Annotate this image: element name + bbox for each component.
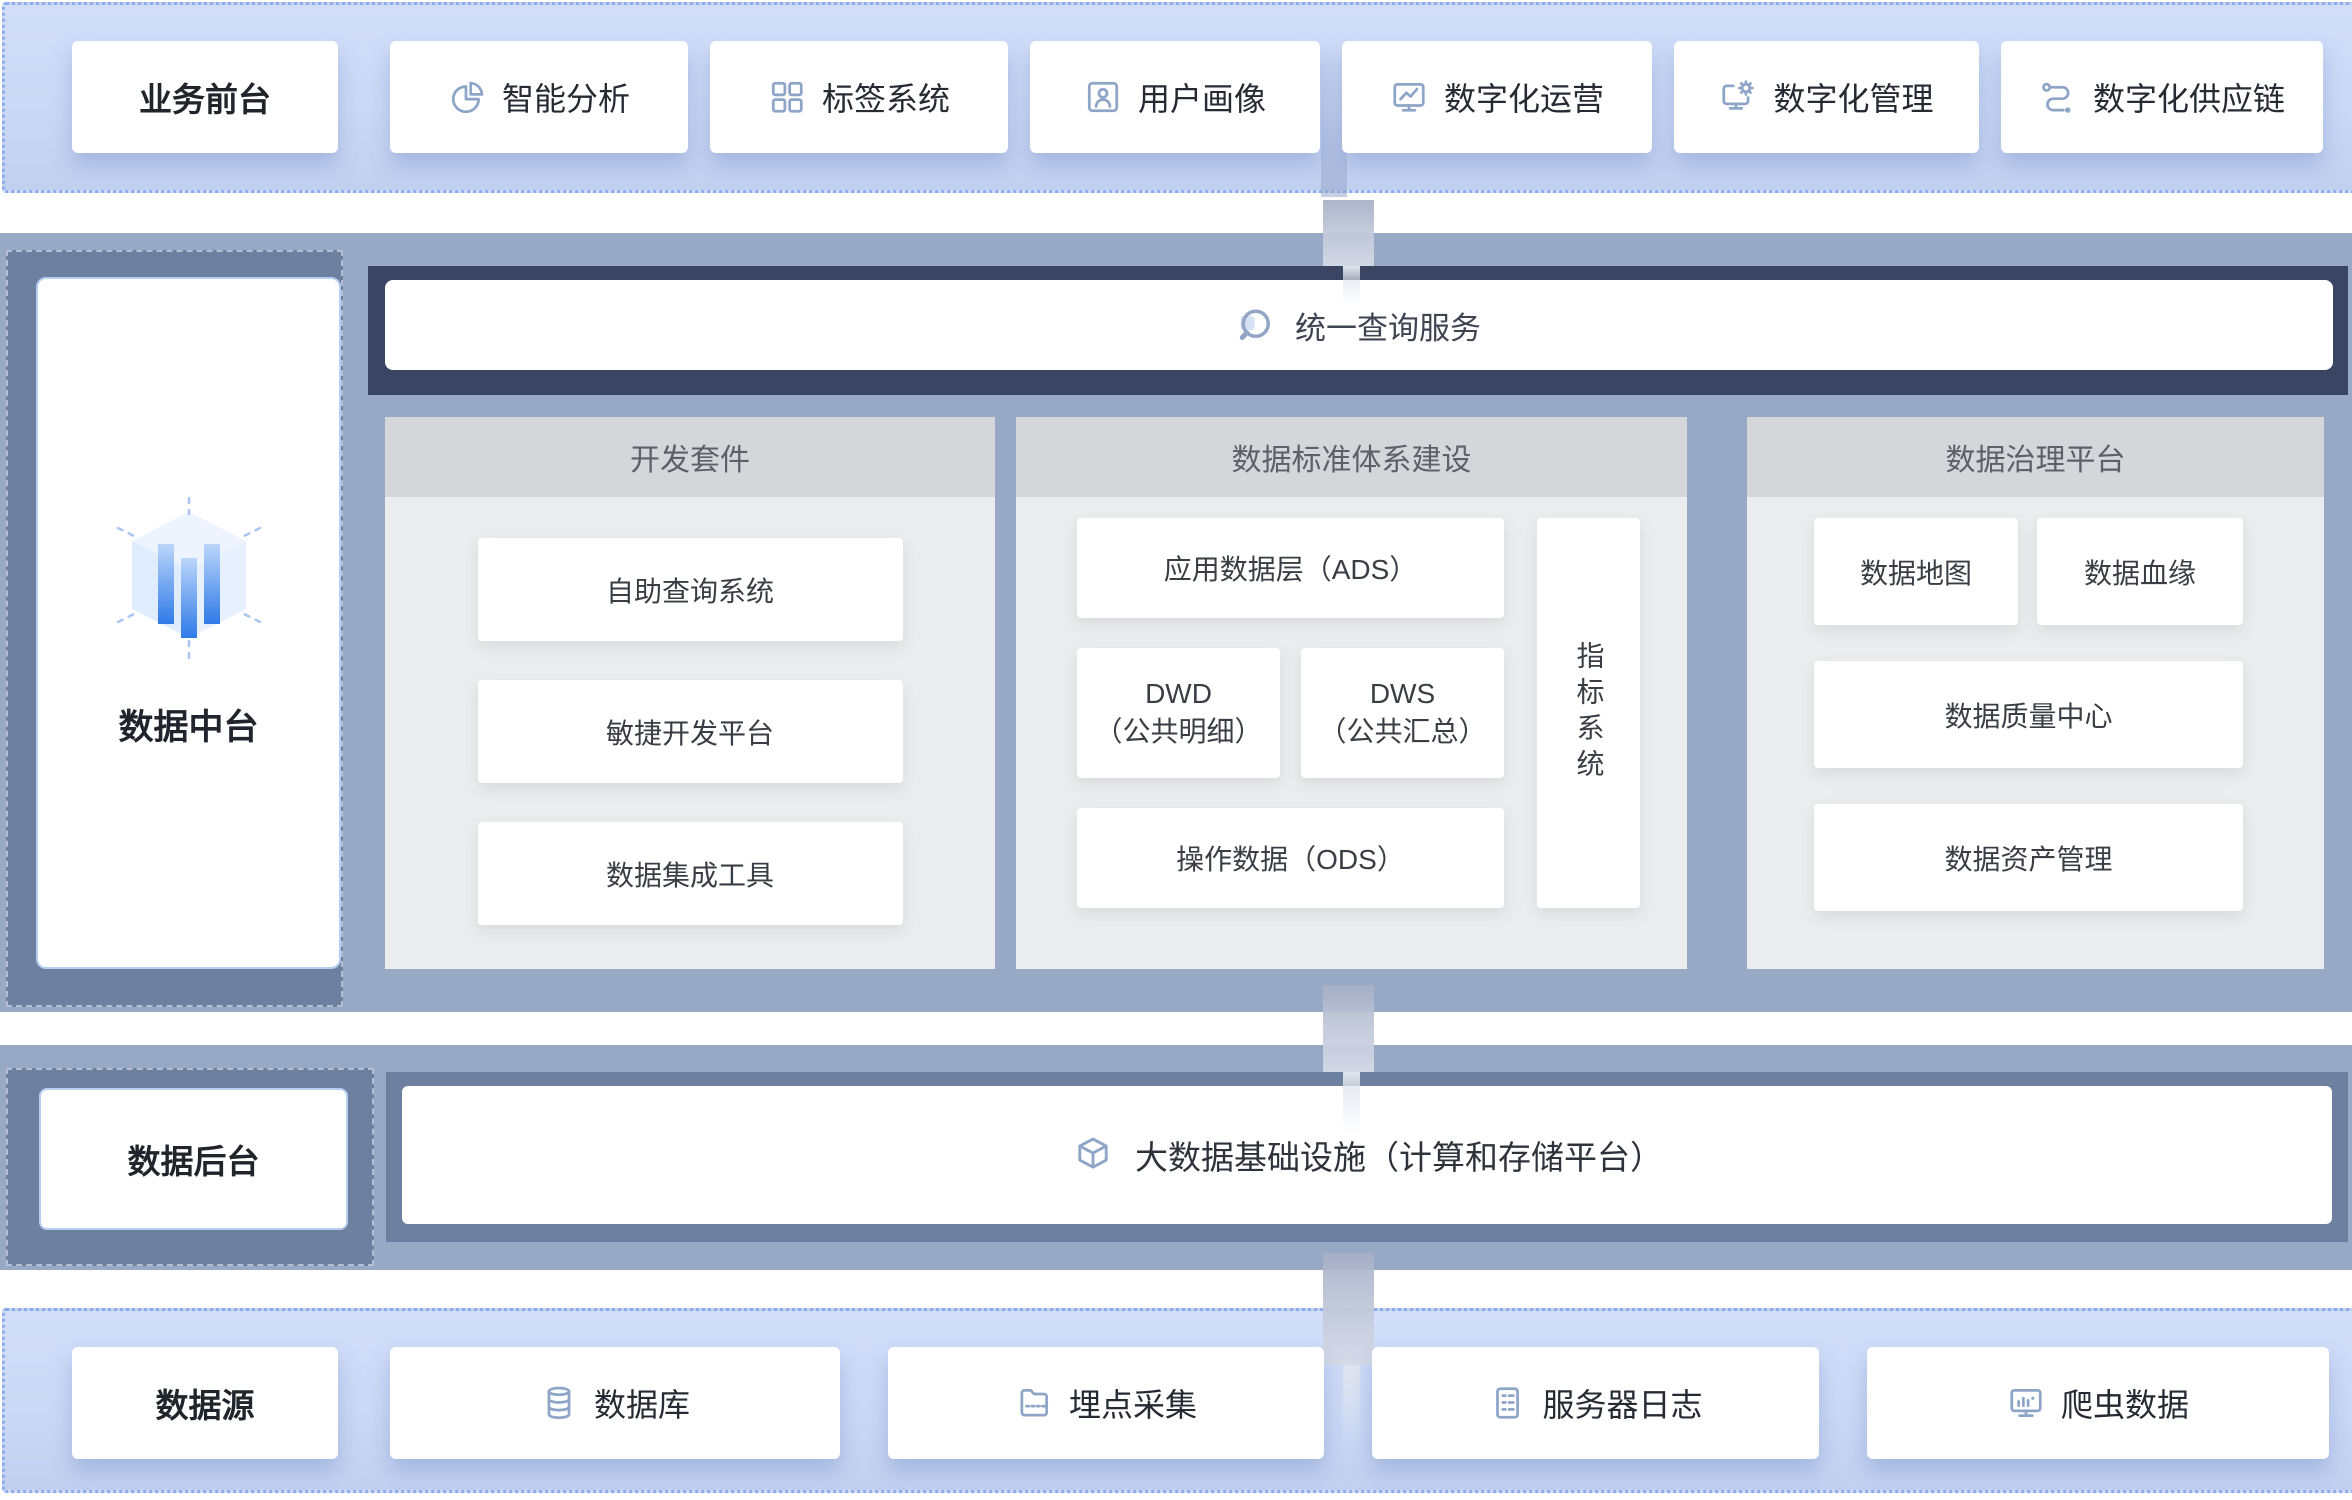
monitor-chart-icon: [1390, 78, 1428, 116]
infrastructure-bar: 大数据基础设施（计算和存储平台）: [402, 1086, 2332, 1224]
connector-platform-to-back: [1323, 985, 1374, 1072]
connector-tail-platform-to-back: [1343, 1072, 1360, 1134]
data-platform-card: 数据中台: [36, 277, 341, 969]
card-label: 智能分析: [501, 81, 630, 117]
data-platform-label: 数据中台: [118, 707, 259, 747]
card-label: 用户画像: [1137, 81, 1266, 117]
data-source-title: 数据源: [155, 1387, 255, 1424]
card-label: 标签系统: [821, 81, 950, 117]
query-service-panel: 统一查询服务: [368, 266, 2348, 395]
box-data-integration-tool: 数据集成工具: [477, 822, 903, 925]
magnifier-icon: [1237, 305, 1277, 345]
front-office-section: 业务前台 智能分析 标签系统: [2, 2, 2352, 193]
card-database: 数据库: [390, 1347, 840, 1459]
card-label: 服务器日志: [1542, 1387, 1703, 1423]
grid-icon: [768, 78, 806, 116]
connector-tail-back-to-source: [1343, 1365, 1360, 1445]
data-platform-panel: 数据中台: [6, 250, 343, 1007]
crawler-data-icon: [2007, 1384, 2045, 1422]
column-data-governance: 数据治理平台 数据地图 数据血缘 数据质量中心 数据资产管理: [1747, 417, 2324, 969]
data-cube-icon: [114, 496, 264, 659]
card-label: 数字化供应链: [2092, 81, 2285, 117]
back-office-panel: 数据后台: [6, 1068, 374, 1266]
back-office-title-card: 数据后台: [39, 1088, 348, 1230]
tracking-collect-icon: [1015, 1384, 1053, 1422]
connector-front-to-platform: [1323, 200, 1374, 266]
card-label: 数字化管理: [1773, 81, 1934, 117]
card-crawler-data: 爬虫数据: [1867, 1347, 2329, 1459]
pie-chart-icon: [448, 78, 486, 116]
card-user-portrait: 用户画像: [1030, 41, 1320, 153]
front-office-title: 业务前台: [139, 81, 271, 118]
column-body: 自助查询系统 敏捷开发平台 数据集成工具: [385, 497, 995, 969]
back-office-title: 数据后台: [127, 1143, 260, 1180]
card-smart-analysis: 智能分析: [390, 41, 688, 153]
route-icon: [2039, 78, 2077, 116]
card-digital-management: 数字化管理: [1674, 41, 1979, 153]
data-source-section: 数据源 数据库 埋点采集: [2, 1308, 2352, 1493]
column-header: 开发套件: [385, 417, 995, 497]
monitor-gear-icon: [1719, 78, 1757, 116]
front-office-title-card: 业务前台: [72, 41, 338, 153]
data-source-title-card: 数据源: [72, 1347, 338, 1459]
query-service-label: 统一查询服务: [1295, 310, 1481, 346]
box-indicator-system: 指标系统: [1537, 518, 1640, 908]
card-label: 数字化运营: [1443, 81, 1604, 117]
data-platform-section: 数据中台 统一查询服务 开发套件 自助查询系统 敏捷开发平台 数据集成工具: [0, 233, 2352, 1012]
dwd-dws-row: DWD （公共明细） DWS （公共汇总）: [1077, 648, 1504, 778]
card-digital-operation: 数字化运营: [1342, 41, 1652, 153]
connector-back-to-source: [1323, 1253, 1374, 1365]
back-office-section: 数据后台 大数据基础设施（计算和存储平台）: [0, 1045, 2352, 1270]
governance-stack: 数据地图 数据血缘 数据质量中心 数据资产管理: [1814, 518, 2243, 911]
card-server-log: 服务器日志: [1372, 1347, 1819, 1459]
connector-tail-front-to-platform: [1343, 266, 1360, 306]
map-lineage-row: 数据地图 数据血缘: [1814, 518, 2243, 625]
box-data-map: 数据地图: [1814, 518, 2018, 625]
database-icon: [540, 1384, 578, 1422]
infrastructure-panel: 大数据基础设施（计算和存储平台）: [386, 1072, 2348, 1242]
box-ads: 应用数据层（ADS）: [1077, 518, 1504, 618]
box-data-quality-center: 数据质量中心: [1814, 661, 2243, 768]
server-log-icon: [1488, 1384, 1526, 1422]
card-tag-system: 标签系统: [710, 41, 1008, 153]
infrastructure-label: 大数据基础设施（计算和存储平台）: [1135, 1139, 1663, 1176]
card-digital-supply-chain: 数字化供应链: [2001, 41, 2323, 153]
column-dev-suite: 开发套件 自助查询系统 敏捷开发平台 数据集成工具: [385, 417, 995, 969]
column-body: 应用数据层（ADS） DWD （公共明细） DWS （公共汇总） 操作数据（OD…: [1016, 497, 1687, 969]
user-portrait-icon: [1084, 78, 1122, 116]
cube-box-icon: [1071, 1135, 1115, 1175]
data-layer-stack: 应用数据层（ADS） DWD （公共明细） DWS （公共汇总） 操作数据（OD…: [1077, 518, 1504, 908]
box-ods: 操作数据（ODS）: [1077, 808, 1504, 908]
column-data-standard: 数据标准体系建设 应用数据层（ADS） DWD （公共明细） DWS （公共汇总…: [1016, 417, 1687, 969]
box-dws: DWS （公共汇总）: [1301, 648, 1504, 778]
column-header: 数据治理平台: [1747, 417, 2324, 497]
card-tracking-collect: 埋点采集: [888, 1347, 1324, 1459]
box-data-lineage: 数据血缘: [2037, 518, 2243, 625]
box-data-asset-management: 数据资产管理: [1814, 804, 2243, 911]
card-label: 埋点采集: [1068, 1387, 1197, 1423]
column-body: 数据地图 数据血缘 数据质量中心 数据资产管理: [1747, 497, 2324, 969]
card-label: 爬虫数据: [2060, 1387, 2189, 1423]
box-agile-dev-platform: 敏捷开发平台: [477, 680, 903, 783]
box-dwd: DWD （公共明细）: [1077, 648, 1280, 778]
card-label: 数据库: [593, 1387, 690, 1423]
column-header: 数据标准体系建设: [1016, 417, 1687, 497]
box-self-service-query: 自助查询系统: [477, 538, 903, 641]
